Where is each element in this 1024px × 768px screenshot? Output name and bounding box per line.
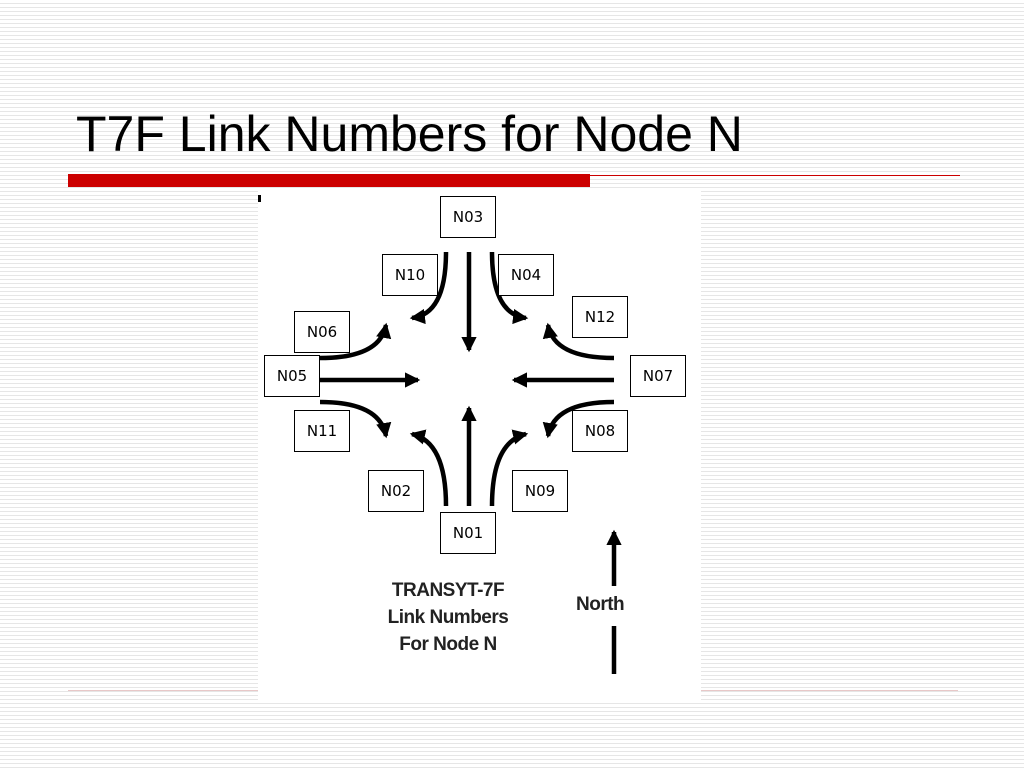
node-n11: N11 (294, 410, 350, 452)
movement-arrows (319, 251, 622, 674)
node-n07: N07 (630, 355, 686, 397)
diagram-caption: TRANSYT-7F Link Numbers For Node N (373, 577, 523, 658)
arrow-westbound-right (542, 322, 615, 361)
arrow-eastbound-right (319, 399, 392, 439)
caption-line-1: TRANSYT-7F (391, 580, 505, 601)
node-n09: N09 (512, 470, 568, 512)
slide-title: T7F Link Numbers for Node N (76, 106, 743, 162)
node-n10: N10 (382, 254, 438, 296)
title-accent-bar (68, 174, 590, 187)
arrow-westbound-left (542, 399, 615, 439)
link-numbers-diagram: N03 N10 N04 N12 N06 N05 N07 N11 N08 N02 … (258, 190, 701, 700)
node-n04: N04 (498, 254, 554, 296)
caption-line-2: Link Numbers (387, 607, 509, 628)
arrow-northbound-left (409, 429, 449, 507)
title-divider-line (590, 175, 960, 176)
node-n01: N01 (440, 512, 496, 554)
caption-line-3: For Node N (399, 634, 497, 655)
node-n05: N05 (264, 355, 320, 397)
north-label: North (576, 594, 625, 615)
arrow-southbound-left (489, 251, 529, 325)
arrow-southbound-right (409, 251, 449, 325)
arrow-northbound-right (489, 429, 529, 507)
node-n06: N06 (294, 311, 350, 353)
node-n02: N02 (368, 470, 424, 512)
node-n08: N08 (572, 410, 628, 452)
node-n12: N12 (572, 296, 628, 338)
arrow-eastbound-left (319, 322, 392, 361)
bullet-mark (258, 195, 261, 202)
node-n03: N03 (440, 196, 496, 238)
